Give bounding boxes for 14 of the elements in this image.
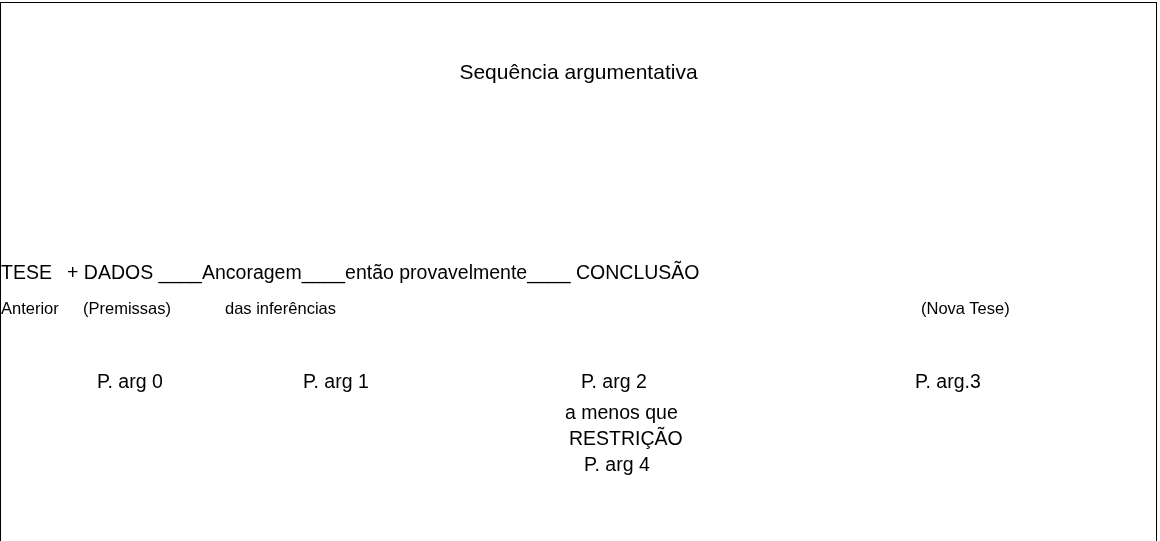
text-label: RESTRIÇÃO <box>569 427 683 450</box>
text-label: TESE <box>1 261 52 284</box>
text-label: P. arg 4 <box>584 453 650 476</box>
text-label: das inferências <box>225 299 336 318</box>
text-label: Anterior <box>1 299 59 318</box>
diagram-title: Sequência argumentativa <box>458 60 699 84</box>
text-label: a menos que <box>565 401 678 424</box>
text-label: (Nova Tese) <box>921 299 1010 318</box>
text-label: P. arg.3 <box>915 370 981 393</box>
text-label: P. arg 0 <box>97 370 163 393</box>
text-label: P. arg 2 <box>581 370 647 393</box>
text-label: + DADOS ____Ancoragem____então provavelmente____ CONCLUSÃO <box>67 261 700 284</box>
text-label: (Premissas) <box>83 299 171 318</box>
text-label: P. arg 1 <box>303 370 369 393</box>
